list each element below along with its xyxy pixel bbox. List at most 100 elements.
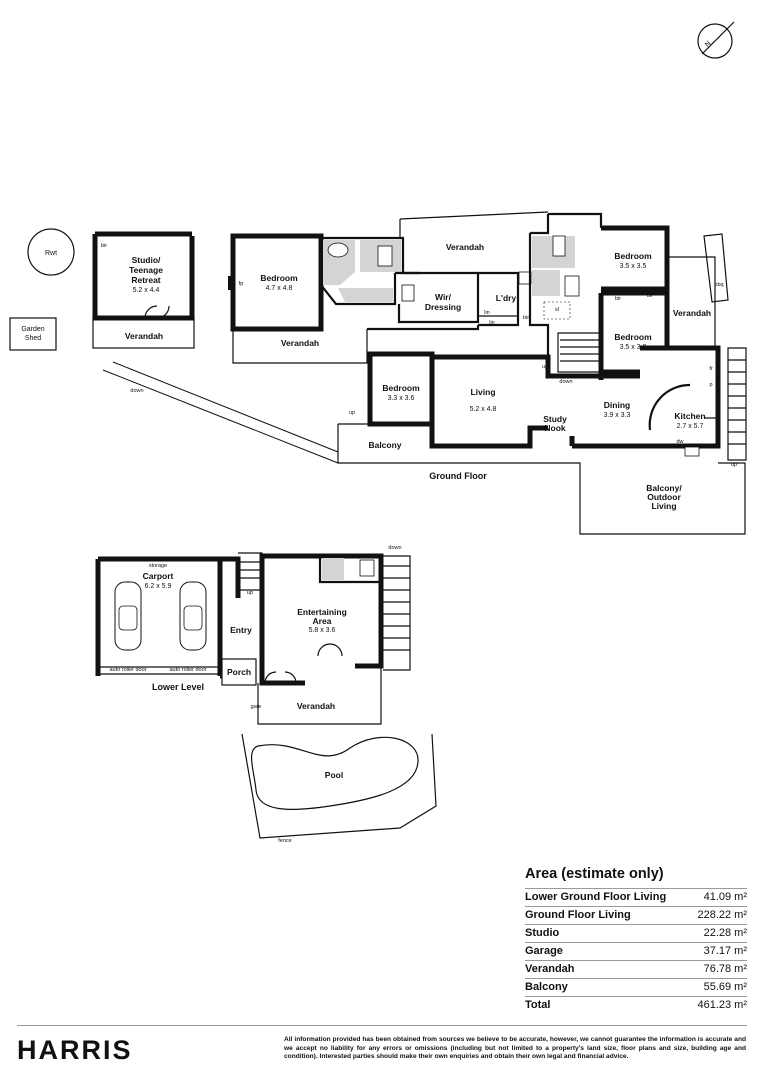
bir-label-2: bir (615, 296, 621, 302)
dw-label: dw (676, 439, 683, 445)
area-row: Ground Floor Living 228.22 m² (525, 906, 747, 924)
studio-dim: 5.2 x 4.4 (133, 287, 160, 294)
fireplace-label: fp (239, 281, 244, 287)
entertaining-dim: 5.8 x 3.6 (309, 627, 336, 634)
area-row-label: Verandah (525, 963, 575, 975)
carport-label: Carport (143, 571, 174, 581)
main-bedroom-dim: 4.7 x 4.8 (266, 285, 293, 292)
path-down-label: down (130, 388, 143, 394)
balcony-out-label-1: Balcony/ (646, 483, 682, 493)
entry-up-label: up (247, 590, 253, 596)
area-row-value: 41.09 m² (703, 891, 747, 903)
area-table: Area (estimate only) Lower Ground Floor … (525, 866, 747, 1014)
verandah-mid-label: Verandah (281, 338, 319, 348)
area-row-total: Total 461.23 m² (525, 996, 747, 1014)
bed-ne-label: Bedroom (614, 251, 652, 261)
rwt-label: Rwt (45, 250, 57, 257)
wir-label-2: Dressing (425, 302, 461, 312)
path-down: down (102, 361, 339, 464)
area-title: Area (estimate only) (525, 866, 664, 882)
ldry-label: L'dry (496, 293, 517, 303)
studio: bir Studio/ Teenage Retreat 5.2 x 4.4 Ve… (92, 231, 195, 349)
area-row-label: Total (525, 999, 551, 1011)
pool-label: Pool (325, 770, 343, 780)
living-dim: 5.2 x 4.8 (470, 406, 497, 413)
car-right-icon (179, 581, 207, 651)
dining-label: Dining (604, 400, 630, 410)
studio-label-2: Teenage (129, 265, 163, 275)
central-stairs: up down (542, 332, 602, 385)
studio-label-3: Retreat (131, 275, 160, 285)
area-row-value: 228.22 m² (697, 909, 747, 921)
balcony-up-label-2: up (731, 462, 737, 468)
kitchen-dim: 2.7 x 5.7 (677, 423, 704, 430)
study-label-1: Study (543, 414, 567, 424)
area-row-label: Studio (525, 927, 560, 939)
entertaining-label-2: Area (313, 616, 332, 626)
area-row-label: Balcony (525, 981, 568, 993)
gate-label: gate (251, 704, 262, 710)
balcony-label: Balcony (368, 440, 401, 450)
kitchen-label: Kitchen (674, 411, 705, 421)
lower-level-label: Lower Level (152, 682, 204, 692)
studio-verandah-label: Verandah (125, 331, 163, 341)
area-row: Verandah 76.78 m² (525, 960, 747, 978)
studio-label-1: Studio/ (132, 255, 161, 265)
area-row: Studio 22.28 m² (525, 924, 747, 942)
lin-label-1: lin (484, 310, 490, 316)
fr-label: fr (709, 366, 713, 372)
verandah-right-label: Verandah (673, 308, 711, 318)
bed-e-label: Bedroom (614, 332, 652, 342)
lower-level: storage Carport 6.2 x 5.9 auto roller do… (95, 545, 437, 844)
roller-door-1: auto roller door (110, 667, 147, 673)
bir-label-3: bir (647, 293, 653, 299)
area-row-value: 22.28 m² (703, 927, 747, 939)
garden-shed-label-1: Garden (21, 326, 44, 333)
lower-stairs-down: down (388, 545, 401, 551)
bbq-label: bbq (714, 282, 723, 288)
area-row: Balcony 55.69 m² (525, 978, 747, 996)
bed-e-dim: 3.5 x 3.8 (620, 344, 647, 351)
ground-floor: fp Bedroom 4.7 x 4.8 Wir/ Dressing lin l… (228, 211, 747, 535)
area-row-label: Garage (525, 945, 563, 957)
ground-floor-label: Ground Floor (429, 471, 487, 481)
car-left-icon (114, 581, 142, 651)
bed-w-label: Bedroom (382, 383, 420, 393)
balcony-up-label: up (349, 410, 355, 416)
stairs-up-label: up (542, 364, 548, 370)
p-label: p (709, 382, 712, 388)
compass-letter: N (704, 40, 713, 49)
disclaimer-text: All information provided has been obtain… (284, 1036, 746, 1061)
area-row: Garage 37.17 m² (525, 942, 747, 960)
balcony-out-label-3: Living (651, 501, 676, 511)
verandah-top-label: Verandah (446, 242, 484, 252)
entertaining-label-1: Entertaining (297, 607, 347, 617)
brand-logo: HARRIS (17, 1035, 133, 1065)
area-row-value: 55.69 m² (703, 981, 747, 993)
area-row-value: 37.17 m² (703, 945, 747, 957)
fence-label: fence (278, 838, 291, 844)
garden-shed: Garden Shed (9, 317, 57, 351)
lower-stairs: down (383, 545, 411, 671)
verandah-lower-label: Verandah (297, 701, 335, 711)
balcony-out-label-2: Outdoor (647, 492, 681, 502)
area-row-value: 461.23 m² (697, 999, 747, 1011)
lin-label-2: lin (489, 320, 495, 326)
right-stairs (727, 347, 747, 461)
bed-w-dim: 3.3 x 3.6 (388, 395, 415, 402)
dining-dim: 3.9 x 3.3 (604, 412, 631, 419)
stairs-down-label: down (559, 379, 572, 385)
north-compass: N (697, 21, 735, 59)
roller-door-2: auto roller door (170, 667, 207, 673)
area-row-value: 76.78 m² (703, 963, 747, 975)
bir-label-1: bir (523, 315, 529, 321)
area-row-label: Ground Floor Living (525, 909, 631, 921)
porch-label: Porch (227, 667, 251, 677)
studio-bir: bir (101, 243, 107, 249)
sl-label: sl (555, 307, 559, 313)
study-label-2: Nook (544, 423, 566, 433)
living-label: Living (470, 387, 495, 397)
bed-ne-dim: 3.5 x 3.5 (620, 263, 647, 270)
